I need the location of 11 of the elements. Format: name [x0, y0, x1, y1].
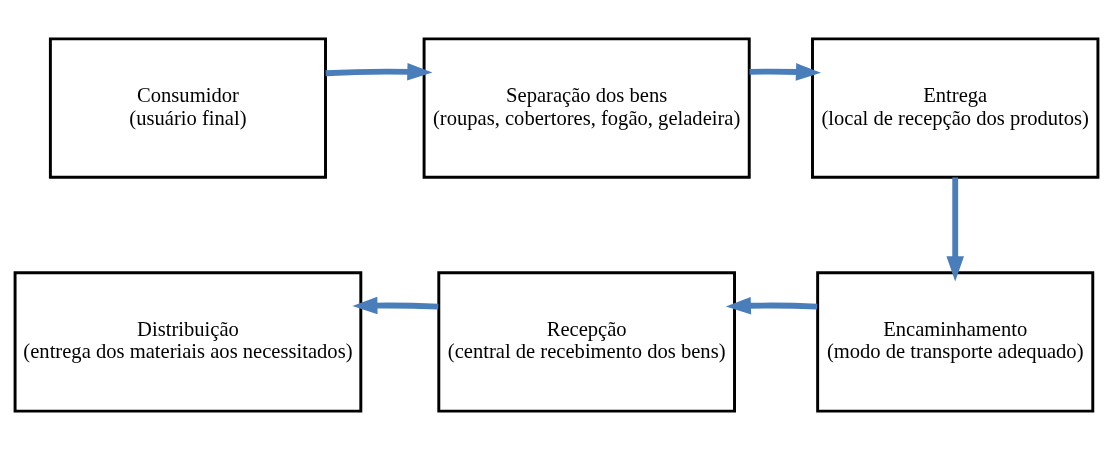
node-box: Consumidor (usuário final): [48, 37, 327, 179]
arrow: [946, 177, 964, 282]
node-box: Separação dos bens (roupas, cobertores, fogão, geladeira): [422, 37, 751, 179]
arrow: [352, 296, 439, 315]
node-box: Encaminhamento (modo de transporte adequado): [816, 271, 1095, 413]
node-box: Recepção (central de recebimento dos bens): [437, 271, 736, 413]
node-box: Distribuição (entrega dos materiais aos necessitados): [13, 271, 363, 413]
arrow: [325, 63, 433, 81]
arrow: [725, 296, 818, 315]
node-box: Entrega (local de recepção dos produtos): [811, 37, 1100, 179]
arrow: [749, 63, 822, 81]
